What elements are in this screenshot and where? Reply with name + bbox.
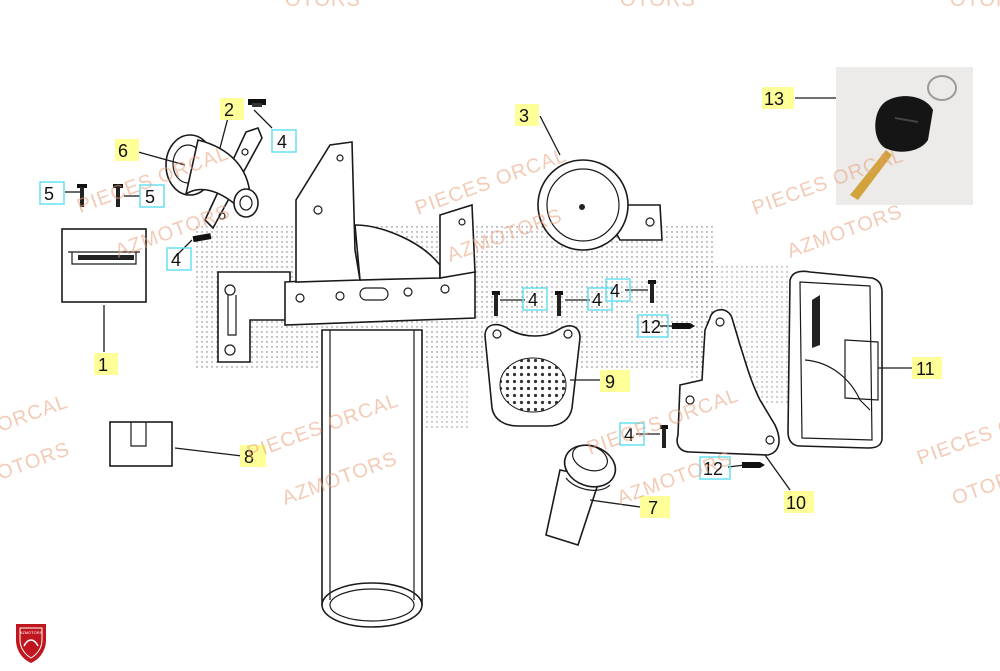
part-11-panel xyxy=(787,270,883,449)
callout-8: 8 xyxy=(244,447,254,467)
cyan-label-boxes xyxy=(39,129,731,480)
part-3-horn xyxy=(537,159,663,251)
callout-4-d: 4 xyxy=(592,290,602,310)
watermark-motors-top-1: OTORS xyxy=(285,0,361,11)
callout-12-b: 12 xyxy=(703,459,723,479)
watermark-motors-left: OTORS xyxy=(0,438,73,485)
callout-4-e: 4 xyxy=(610,281,620,301)
callout-3: 3 xyxy=(519,106,529,126)
callout-2: 2 xyxy=(224,100,234,120)
watermark-motors-3: AZMOTORS xyxy=(784,201,905,263)
part-9-speaker-grill xyxy=(484,323,581,427)
callout-4-b: 4 xyxy=(171,250,181,270)
screw-icons xyxy=(77,99,765,468)
part-8-bracket xyxy=(109,421,173,467)
callout-4-c: 4 xyxy=(528,290,538,310)
yellow-label-boxes xyxy=(94,87,942,518)
watermark-orcal-left: ORCAL xyxy=(0,391,71,437)
callout-12-a: 12 xyxy=(641,317,661,337)
callout-numbers: 1 2 3 4 4 4 4 4 4 5 5 6 7 8 9 10 11 12 1… xyxy=(44,89,935,518)
watermark-motors-right: OTORS xyxy=(949,463,1000,510)
part-2-ignition-lock xyxy=(165,127,263,230)
callout-9: 9 xyxy=(605,372,615,392)
logo-text: AZMOTORS xyxy=(20,630,43,635)
callout-1: 1 xyxy=(98,355,108,375)
callout-6: 6 xyxy=(118,141,128,161)
leader-lines xyxy=(65,97,912,508)
part-13-key-photo xyxy=(836,67,973,205)
callout-5-b: 5 xyxy=(145,187,155,207)
watermark-motors-top-3: OTORS xyxy=(950,0,1000,11)
callout-4-f: 4 xyxy=(624,425,634,445)
callout-7: 7 xyxy=(648,498,658,518)
callout-13: 13 xyxy=(764,89,784,109)
part-7-knob xyxy=(545,444,617,546)
callout-10: 10 xyxy=(786,493,806,513)
part-1-cover xyxy=(61,228,147,303)
callout-4-a: 4 xyxy=(277,132,287,152)
callout-5-a: 5 xyxy=(44,184,54,204)
part-steering-stem xyxy=(217,141,476,628)
part-10-bracket xyxy=(676,308,780,456)
watermark-motors-top-2: OTORS xyxy=(620,0,696,11)
callout-11: 11 xyxy=(916,359,935,379)
watermark-pieces-right: PIECES O xyxy=(914,414,1000,470)
azmotors-shield-icon: AZMOTORS xyxy=(16,624,46,663)
